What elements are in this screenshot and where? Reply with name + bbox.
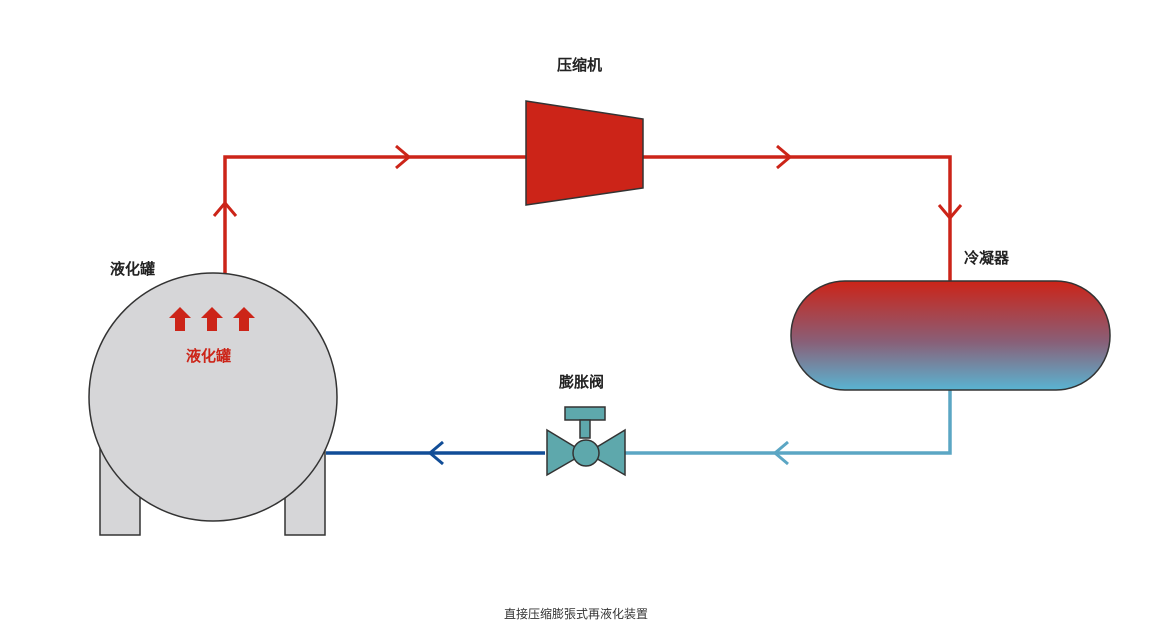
liquid-pipe [625,390,952,455]
chevron-right-icon [776,144,793,170]
tank-shell [88,272,338,522]
compressor-label: 压缩机 [557,56,603,74]
expansion-valve-icon [546,406,626,477]
tank-inner-label: 液化罐 [186,347,232,365]
condenser-label: 冷凝器 [964,249,1010,267]
figure-caption: 直接压缩膨張式再液化装置 [503,607,648,621]
condenser-body [790,280,1111,391]
storage-tank [88,272,338,536]
chevron-left-icon [772,440,789,466]
discharge-pipe [643,155,952,283]
expansion-valve-label: 膨胀阀 [559,373,605,391]
up-arrow-icon [233,307,255,331]
compressor-body [525,100,644,206]
tank-label: 液化罐 [110,260,156,278]
up-arrow-icon [169,307,191,331]
up-arrow-icon [201,307,223,331]
boil-off-arrows [169,307,255,331]
chevron-left-icon [427,440,444,466]
hot-gas-pipe [223,155,528,273]
chevron-right-icon [395,144,412,170]
chevron-up-icon [212,200,238,217]
chevron-down-icon [937,204,963,221]
